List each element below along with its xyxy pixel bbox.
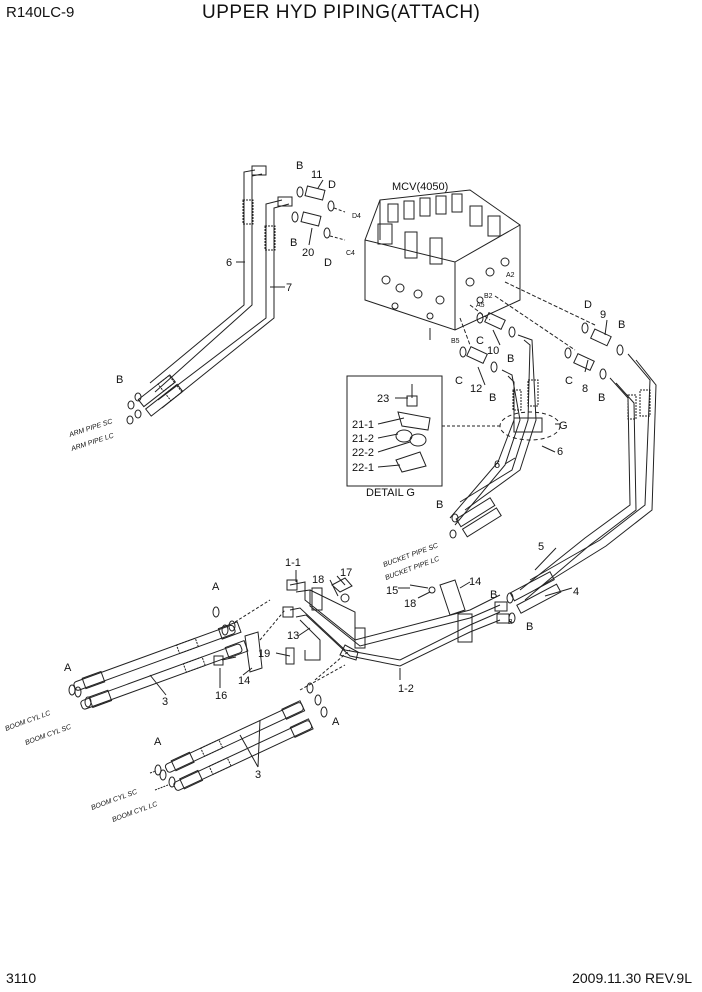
- callout-6: 6: [494, 459, 500, 471]
- callout-6: 6: [557, 446, 563, 458]
- callout-c: C: [455, 375, 463, 387]
- callout-b: B: [290, 237, 297, 249]
- port-a5: A5: [476, 302, 485, 309]
- callout-19: 19: [258, 648, 270, 660]
- callout-4: 4: [573, 586, 579, 598]
- callout-b: B: [489, 392, 496, 404]
- callout-15: 15: [386, 585, 398, 597]
- callout-13: 13: [287, 630, 299, 642]
- callout-7: 7: [286, 282, 292, 294]
- callout-1-2: 1-2: [398, 683, 414, 695]
- callout-c: C: [476, 335, 484, 347]
- port-c4: C4: [346, 250, 355, 257]
- callout-9: 9: [600, 309, 606, 321]
- callout-18: 18: [404, 598, 416, 610]
- page-number: 3110: [6, 970, 37, 986]
- callout-b: B: [490, 589, 497, 601]
- callout-a: A: [154, 736, 162, 748]
- callout-b: B: [598, 392, 605, 404]
- boom-cyl-lc-label: BOOM CYL LC: [111, 801, 159, 824]
- callout-17: 17: [340, 567, 352, 579]
- callout-b-small: B: [508, 619, 513, 626]
- detail-g-title: DETAIL G: [366, 487, 415, 499]
- callout-21-2: 21-2: [352, 433, 374, 445]
- callout-a: A: [212, 581, 220, 593]
- callout-b: B: [526, 621, 533, 633]
- port-b2: B2: [484, 293, 493, 300]
- mcv-label: MCV(4050): [392, 181, 448, 193]
- revision-date: 2009.11.30 REV.9L: [572, 970, 692, 986]
- callout-8: 8: [582, 383, 588, 395]
- callout-d: D: [584, 299, 592, 311]
- callout-b: B: [116, 374, 123, 386]
- callout-b: B: [507, 353, 514, 365]
- callout-d: D: [328, 179, 336, 191]
- boom-cyl-sc-label: BOOM CYL SC: [24, 723, 73, 746]
- main-control-valve: [364, 189, 521, 340]
- callout-b: B: [296, 160, 303, 172]
- callout-g: G: [559, 420, 568, 432]
- callout-1-1: 1-1: [285, 557, 301, 569]
- callout-21-1: 21-1: [352, 419, 374, 431]
- callout-14: 14: [469, 576, 481, 588]
- boom-cyl-lc-label: BOOM CYL LC: [4, 710, 52, 733]
- callout-6: 6: [226, 257, 232, 269]
- callout-14: 14: [238, 675, 250, 687]
- detail-g-frame: [346, 375, 443, 487]
- callout-20: 20: [302, 247, 314, 259]
- port-b5: B5: [451, 338, 460, 345]
- callout-12: 12: [470, 383, 482, 395]
- callout-a: A: [64, 662, 72, 674]
- callout-22-2: 22-2: [352, 447, 374, 459]
- callout-10: 10: [487, 345, 499, 357]
- page-title: UPPER HYD PIPING(ATTACH): [202, 2, 481, 23]
- callout-a: A: [332, 716, 340, 728]
- callout-3: 3: [162, 696, 168, 708]
- callout-18: 18: [312, 574, 324, 586]
- port-a2: A2: [506, 272, 515, 279]
- port-d4: D4: [352, 213, 361, 220]
- callout-16: 16: [215, 690, 227, 702]
- callout-b: B: [436, 499, 443, 511]
- callout-5: 5: [538, 541, 544, 553]
- callout-d: D: [324, 257, 332, 269]
- callout-b: B: [618, 319, 625, 331]
- model-number: R140LC-9: [6, 4, 75, 21]
- callout-23: 23: [377, 393, 389, 405]
- callout-11: 11: [311, 169, 322, 181]
- callout-c: C: [565, 375, 573, 387]
- boom-cyl-sc-label: BOOM CYL SC: [90, 788, 139, 811]
- callout-22-1: 22-1: [352, 462, 374, 474]
- callout-3: 3: [255, 769, 261, 781]
